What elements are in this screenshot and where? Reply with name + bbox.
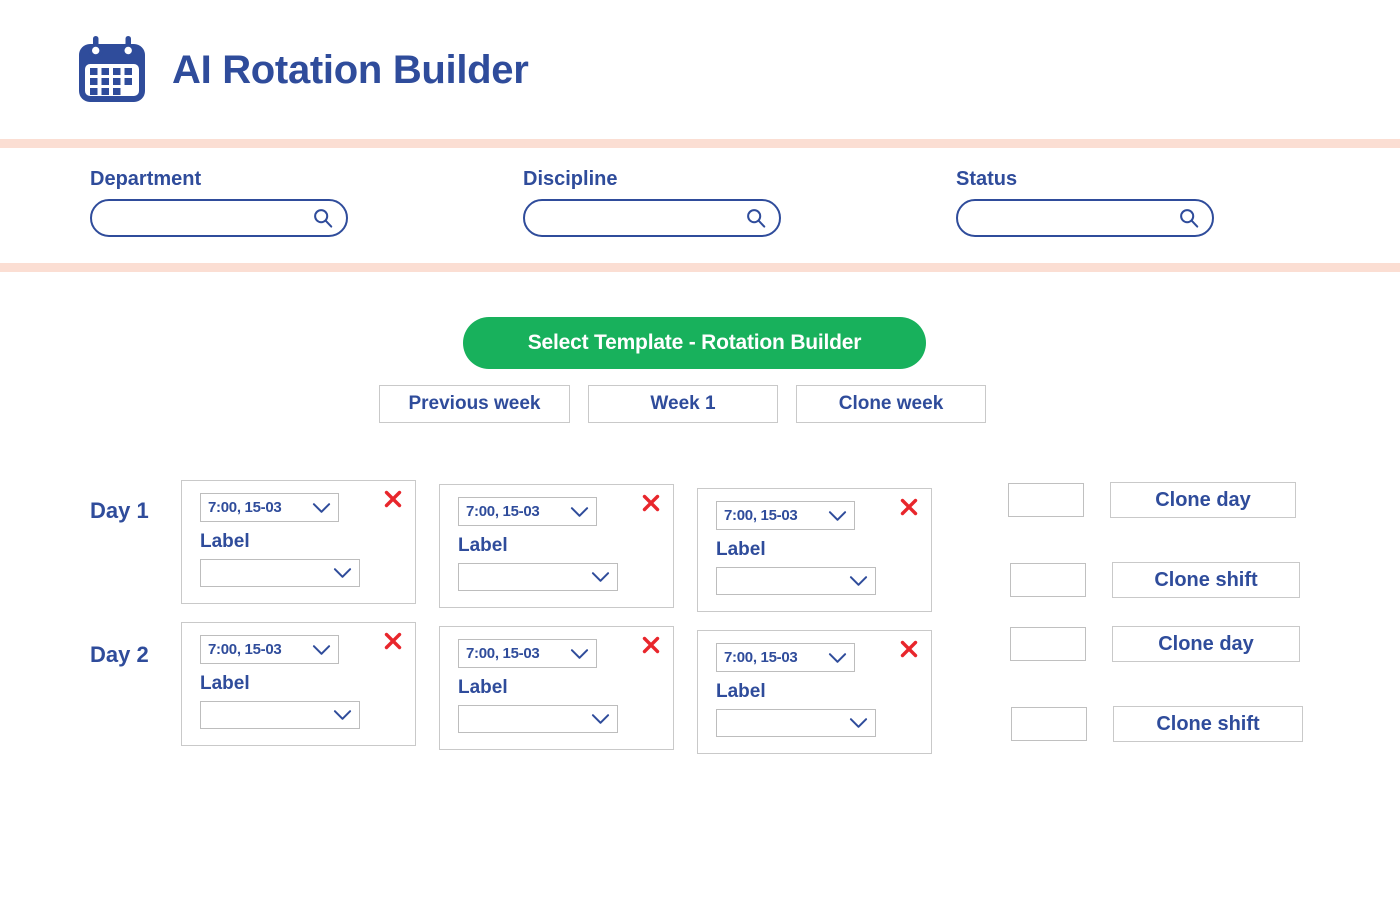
previous-week-button[interactable]: Previous week — [379, 385, 570, 423]
chevron-down-icon — [849, 576, 868, 586]
close-icon — [642, 636, 660, 654]
current-week-button[interactable]: Week 1 — [588, 385, 778, 423]
filter-status: Status — [956, 168, 1215, 237]
search-icon — [1180, 209, 1199, 228]
shift-time-value: 7:00, 15-03 — [724, 649, 798, 666]
clone-shift-input[interactable] — [1010, 563, 1086, 597]
filter-discipline: Discipline — [523, 168, 782, 237]
shift-label-select[interactable] — [458, 705, 618, 733]
divider-bottom — [0, 263, 1400, 272]
clone-day-button[interactable]: Clone day — [1110, 482, 1296, 518]
shift-label-text: Label — [716, 681, 766, 702]
shift-label-select[interactable] — [716, 567, 876, 595]
search-input-status[interactable] — [958, 201, 1215, 235]
day-label: Day 1 — [90, 498, 149, 523]
close-icon — [384, 490, 402, 508]
clone-day-input[interactable] — [1008, 483, 1084, 517]
week-navigation: Previous week Week 1 Clone week — [379, 385, 986, 423]
chevron-down-icon — [828, 652, 847, 663]
close-icon — [900, 498, 918, 516]
chevron-down-icon — [591, 714, 610, 724]
shift-time-select[interactable]: 7:00, 15-03 — [458, 497, 597, 526]
clone-shift-button[interactable]: Clone shift — [1113, 706, 1303, 742]
shift-time-value: 7:00, 15-03 — [724, 507, 798, 524]
shift-label-select[interactable] — [200, 701, 360, 729]
close-icon — [900, 640, 918, 658]
chevron-down-icon — [591, 572, 610, 582]
shift-card: 7:00, 15-03 Label — [181, 480, 416, 604]
shift-card: 7:00, 15-03 Label — [181, 622, 416, 746]
shift-label-text: Label — [716, 539, 766, 560]
close-icon — [642, 494, 660, 512]
shift-time-select[interactable]: 7:00, 15-03 — [716, 501, 855, 530]
delete-shift-button[interactable] — [899, 497, 919, 517]
clone-day-button[interactable]: Clone day — [1112, 626, 1300, 662]
search-input-department[interactable] — [92, 201, 349, 235]
chevron-down-icon — [312, 644, 331, 655]
clone-shift-button[interactable]: Clone shift — [1112, 562, 1300, 598]
select-template-button[interactable]: Select Template - Rotation Builder — [463, 317, 926, 369]
shift-label-select[interactable] — [716, 709, 876, 737]
shift-time-value: 7:00, 15-03 — [466, 503, 540, 520]
chevron-down-icon — [828, 510, 847, 521]
search-icon — [747, 209, 766, 228]
shift-label-text: Label — [458, 535, 508, 556]
filter-label-discipline: Discipline — [523, 168, 618, 190]
search-input-discipline[interactable] — [525, 201, 782, 235]
chevron-down-icon — [312, 502, 331, 513]
chevron-down-icon — [570, 506, 589, 517]
calendar-icon — [79, 36, 145, 102]
chevron-down-icon — [333, 568, 352, 578]
search-pill-discipline[interactable] — [523, 199, 782, 237]
search-icon — [314, 209, 333, 228]
chevron-down-icon — [570, 648, 589, 659]
divider-top — [0, 139, 1400, 148]
delete-shift-button[interactable] — [641, 635, 661, 655]
close-icon — [384, 632, 402, 650]
delete-shift-button[interactable] — [383, 631, 403, 651]
delete-shift-button[interactable] — [899, 639, 919, 659]
shift-label-select[interactable] — [458, 563, 618, 591]
clone-week-button[interactable]: Clone week — [796, 385, 986, 423]
clone-shift-row: Clone shift — [1010, 562, 1300, 598]
filter-department: Department — [90, 168, 349, 237]
shift-label-select[interactable] — [200, 559, 360, 587]
clone-shift-input[interactable] — [1011, 707, 1087, 741]
search-pill-department[interactable] — [90, 199, 349, 237]
day-label: Day 2 — [90, 642, 149, 667]
shift-card: 7:00, 15-03 Label — [697, 488, 932, 612]
chevron-down-icon — [333, 710, 352, 720]
shift-time-select[interactable]: 7:00, 15-03 — [200, 635, 339, 664]
shift-time-select[interactable]: 7:00, 15-03 — [458, 639, 597, 668]
shift-label-text: Label — [200, 531, 250, 552]
filter-label-status: Status — [956, 168, 1018, 190]
shift-time-value: 7:00, 15-03 — [208, 641, 282, 658]
clone-day-row: Clone day — [1008, 482, 1296, 518]
shift-card: 7:00, 15-03 Label — [697, 630, 932, 754]
filter-label-department: Department — [90, 168, 202, 190]
shift-card: 7:00, 15-03 Label — [439, 626, 674, 750]
shift-card: 7:00, 15-03 Label — [439, 484, 674, 608]
shift-label-text: Label — [458, 677, 508, 698]
page-title: AI Rotation Builder — [172, 47, 529, 92]
filter-bar: Department Discipline Status — [0, 148, 1400, 263]
shift-label-text: Label — [200, 673, 250, 694]
shift-time-value: 7:00, 15-03 — [466, 645, 540, 662]
clone-shift-row: Clone shift — [1011, 706, 1303, 742]
shift-time-select[interactable]: 7:00, 15-03 — [200, 493, 339, 522]
delete-shift-button[interactable] — [383, 489, 403, 509]
delete-shift-button[interactable] — [641, 493, 661, 513]
chevron-down-icon — [849, 718, 868, 728]
clone-day-input[interactable] — [1010, 627, 1086, 661]
shift-time-value: 7:00, 15-03 — [208, 499, 282, 516]
clone-day-row: Clone day — [1010, 626, 1300, 662]
search-pill-status[interactable] — [956, 199, 1215, 237]
app-header: AI Rotation Builder — [0, 0, 1400, 140]
shift-time-select[interactable]: 7:00, 15-03 — [716, 643, 855, 672]
